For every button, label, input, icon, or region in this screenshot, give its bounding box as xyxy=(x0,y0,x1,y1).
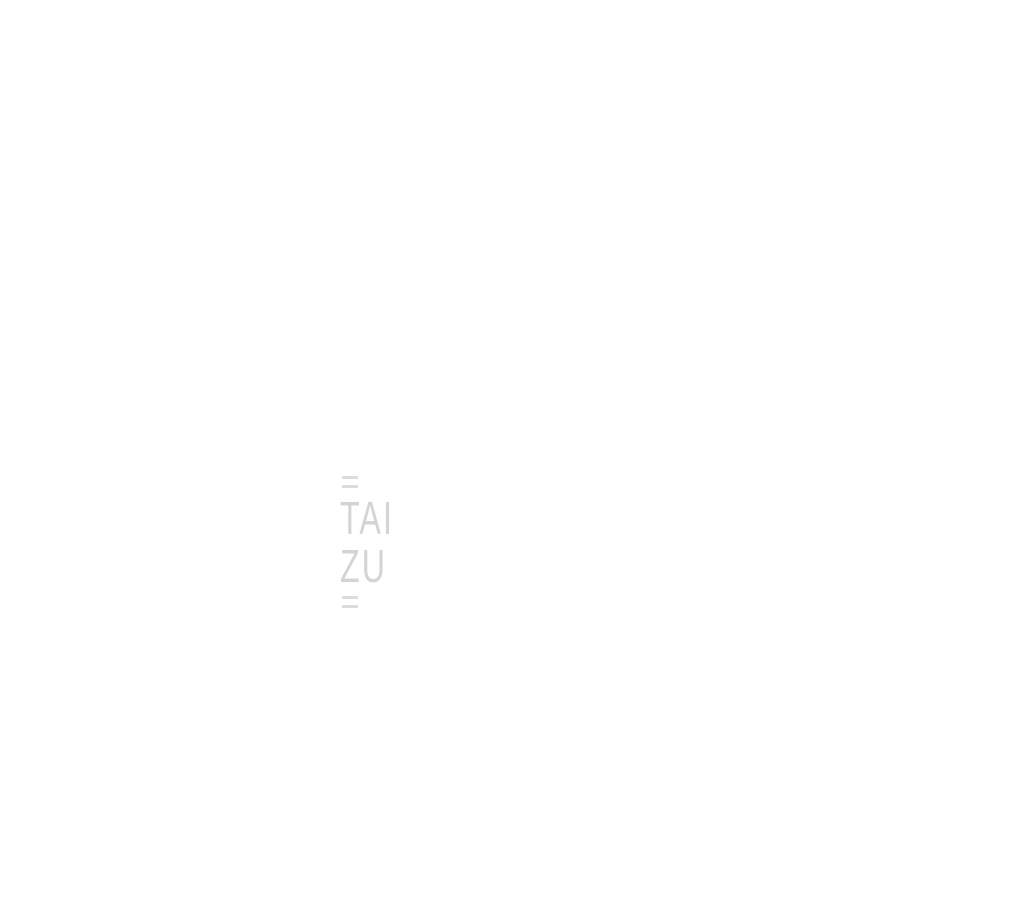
logo-text-line-2: ZU xyxy=(340,540,388,592)
logo-dash-bottom xyxy=(342,596,358,599)
logo-dash-top xyxy=(342,476,358,479)
brand-logo: TAI ZU xyxy=(340,470,400,614)
logo-text-line-1: TAI xyxy=(340,492,395,544)
logo-dash-top-2 xyxy=(342,485,358,488)
logo-dash-bottom-2 xyxy=(342,605,358,608)
